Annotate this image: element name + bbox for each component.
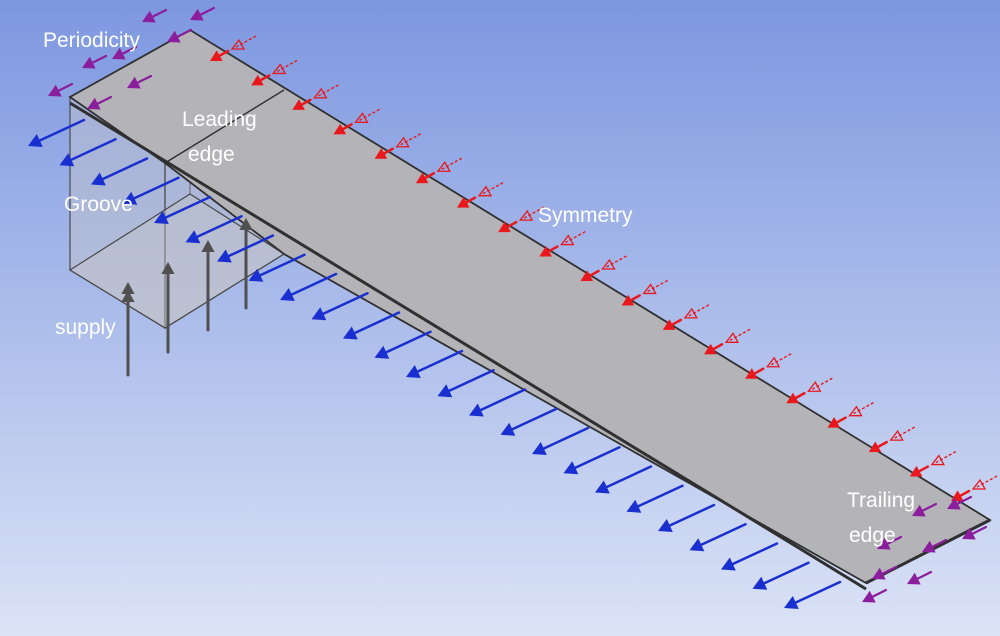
symmetry-arrow (210, 49, 230, 61)
opening-arrow (658, 503, 716, 533)
symmetry-arrow-outline (889, 426, 916, 441)
periodicity-arrow (112, 45, 138, 60)
plate-leading-edge (164, 89, 285, 164)
symmetry-arrow-outline (930, 450, 957, 466)
symmetry-arrow (951, 489, 971, 501)
periodicity-arrow (142, 8, 168, 23)
symmetry-arrow-outline (518, 206, 545, 221)
inlet-arrow (239, 218, 253, 310)
periodicity-arrow (947, 495, 973, 510)
periodicity-arrow (862, 588, 888, 603)
opening-arrow (343, 311, 401, 340)
symmetry-arrow (415, 171, 436, 184)
opening-arrow (595, 465, 653, 494)
symmetry-arrow (251, 74, 271, 86)
symmetry-arrow-outline (724, 328, 751, 343)
opening-arrow (500, 407, 558, 436)
periodicity-arrow (167, 28, 193, 43)
inlet-arrow (161, 262, 175, 354)
opening-arrow (185, 215, 243, 244)
periodicity-arrow (82, 54, 108, 69)
opening-arrow (721, 542, 779, 571)
symmetry-arrow (333, 123, 353, 135)
symmetry-arrow-outline (765, 353, 792, 368)
supply-label: supply (55, 316, 116, 339)
symmetry-arrow-outline (642, 279, 669, 295)
symmetry-arrow-outline (848, 402, 874, 417)
symmetry-arrow (457, 196, 477, 208)
periodicity-arrow (912, 502, 938, 517)
periodicity-arrow (922, 538, 948, 553)
symmetry-arrows (210, 35, 998, 501)
periodicity-arrow (877, 535, 903, 550)
symmetry-arrow-outline (230, 35, 257, 50)
opening-arrow (437, 369, 495, 398)
opening-arrow (563, 446, 621, 475)
symmetry-arrow (704, 343, 724, 355)
opening-arrows (28, 118, 842, 610)
symmetry-arrow (580, 269, 600, 281)
periodicity-arrow (48, 82, 74, 97)
opening-arrow (28, 118, 86, 148)
opening-arrow (626, 484, 684, 513)
symmetry-label: Symmetry (538, 204, 633, 227)
periodicity-label: Periodicity (43, 29, 140, 52)
symmetry-arrow-outline (601, 255, 627, 270)
opening-arrow (91, 157, 149, 186)
inlet-arrow (201, 240, 215, 332)
opening-arrow (248, 253, 306, 282)
symmetry-arrow-outline (271, 59, 298, 75)
periodicity-arrow (872, 565, 898, 580)
groove-label: Groove (64, 193, 133, 216)
periodicity-arrow (962, 525, 988, 540)
opening-arrow (406, 349, 464, 379)
opening-arrow (532, 426, 590, 456)
periodicity-arrow (190, 6, 216, 21)
symmetry-arrow (498, 220, 518, 233)
periodicity-arrows (48, 6, 988, 603)
symmetry-arrow-outline (354, 108, 380, 123)
symmetry-arrow-outline (395, 133, 422, 148)
leading-edge-label-line2: edge (188, 143, 235, 166)
inlet-arrow (121, 282, 135, 332)
plate-front-edge (69, 101, 867, 591)
symmetry-arrow-outline (971, 475, 998, 490)
symmetry-arrow (827, 416, 847, 428)
opening-arrow (469, 388, 527, 417)
symmetry-arrow (745, 367, 765, 379)
symmetry-arrow (539, 245, 559, 257)
symmetry-arrow (909, 465, 930, 477)
opening-arrow (217, 234, 275, 263)
symmetry-arrow (292, 98, 312, 110)
symmetry-arrow-outline (807, 377, 833, 392)
opening-arrow (154, 195, 212, 225)
opening-arrow (280, 272, 338, 302)
symmetry-arrow-outline (313, 84, 339, 99)
periodicity-arrow (907, 570, 933, 585)
opening-arrow (374, 330, 432, 359)
opening-arrow (752, 561, 810, 590)
inlet-arrows (121, 218, 253, 377)
symmetry-arrow (786, 391, 806, 404)
symmetry-arrow-outline (436, 157, 463, 172)
opening-arrow (122, 176, 180, 205)
symmetry-arrow-outline (477, 182, 504, 197)
symmetry-arrow-outline (560, 230, 586, 246)
periodicity-arrow (127, 74, 153, 89)
symmetry-arrow (374, 147, 394, 159)
symmetry-arrow (662, 318, 683, 330)
periodicity-arrow (87, 95, 113, 110)
leading-edge-label-line1: Leading (182, 108, 257, 131)
symmetry-arrow (868, 440, 888, 453)
symmetry-arrow-outline (683, 304, 710, 319)
opening-arrow (59, 138, 117, 167)
trailing-edge-label-line1: Trailing (847, 489, 916, 512)
symmetry-arrow (621, 294, 641, 306)
trailing-edge-label-line2: edge (849, 524, 896, 547)
opening-arrow (311, 292, 369, 321)
opening-arrow (689, 523, 747, 552)
opening-arrow (784, 580, 842, 610)
